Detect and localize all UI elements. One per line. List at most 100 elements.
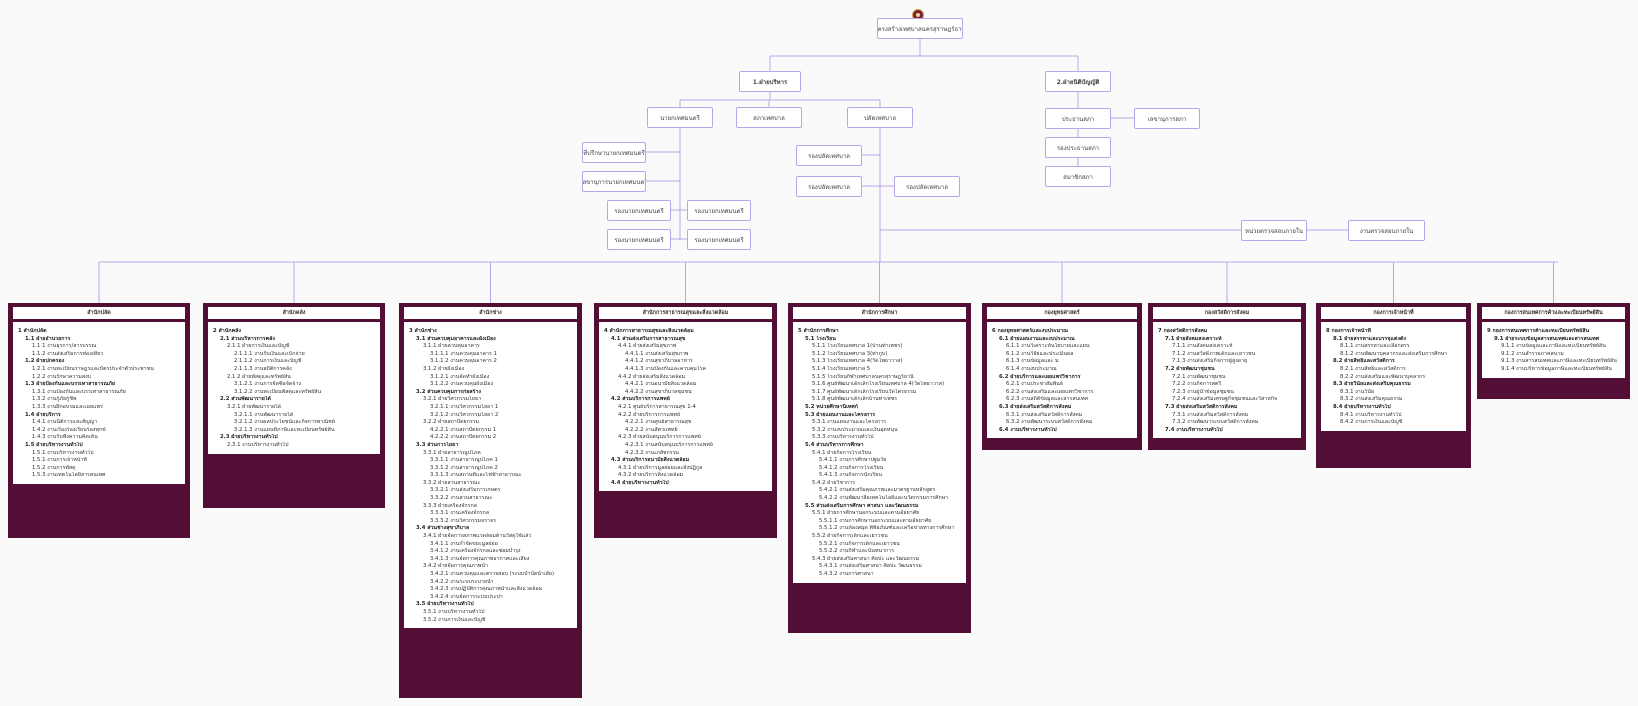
deputy-mayor-node-4[interactable]: รองนายกเทศมนตรี xyxy=(687,229,751,250)
unit-row: 5.1.6 ศูนย์พัฒนาเด็กเล็กโรงเรียนเทศบาล 4… xyxy=(812,381,945,388)
unit-row: 5 สำนักการศึกษา xyxy=(798,328,839,334)
unit-row: 2.2 ส่วนพัฒนารายได้ xyxy=(220,396,271,403)
unit-row: 5.5.1.1 งานการศึกษานอกระบบและตามอัธยาศัย xyxy=(819,517,932,524)
department-title[interactable]: สำนักปลัด xyxy=(13,307,185,319)
deputy-clerk-node-1[interactable]: รองปลัดเทศบาล xyxy=(796,145,862,166)
unit-row: 4.4.2.1 งานอนามัยสิ่งแวดล้อม xyxy=(625,381,697,388)
unit-row: 4.4.2 ฝ่ายส่งเสริมสิ่งแวดล้อม xyxy=(618,373,686,380)
unit-row: 3.4.1.1 งานกำจัดขยะมูลฝอย xyxy=(430,540,498,547)
org-root-node[interactable]: โครงสร้างเทศบาลนครสุราษฎร์ธานี xyxy=(877,18,963,39)
council-chair-node[interactable]: ประธานสภา xyxy=(1045,108,1111,129)
executive-branch-node[interactable]: 1.ฝ่ายบริหาร xyxy=(739,71,801,92)
department-title[interactable]: กองการสนเทศการค้าและทะเบียนทรัพย์สิน xyxy=(1482,307,1625,319)
unit-row: 8.4 ฝ่ายบริหารงานทั่วไป xyxy=(1333,403,1391,410)
unit-row: 6.1.2 งานวิจัยและประเมินผล xyxy=(1006,350,1074,357)
deputy-mayor-node-1[interactable]: รองนายกเทศมนตรี xyxy=(607,200,671,221)
unit-row: 3.4 ส่วนช่างสุขาภิบาล xyxy=(416,525,470,532)
deputy-clerk-node-2[interactable]: รองปลัดเทศบาล xyxy=(796,176,862,197)
unit-row: 7.1.3 งานส่งเสริมกิจการผู้สูงอายุ xyxy=(1172,358,1248,365)
unit-row: 3.2 ส่วนควบคุมการก่อสร้าง xyxy=(416,388,482,395)
unit-row: 7.3 ฝ่ายส่งเสริมสวัสดิการสังคม xyxy=(1165,403,1238,410)
unit-row: 3.1.1.2 งานควบคุมอาคาร 2 xyxy=(430,358,497,365)
unit-row: 1.1.1 งานธุรการ/สารบรรณ xyxy=(32,343,97,350)
council-member-node[interactable]: สมาชิกสภา xyxy=(1045,166,1111,187)
unit-row: 3.2.2 ฝ่ายสถาปัตยกรรม xyxy=(423,419,480,426)
department-title[interactable]: สำนักช่าง xyxy=(404,307,577,319)
unit-row: 6.2.1 งานประชาสัมพันธ์ xyxy=(1006,381,1064,388)
unit-row: 5.1.3 โรงเรียนเทศบาล 4(วัดโพธาวาส) xyxy=(812,358,903,365)
internal-audit-work-node[interactable]: งานตรวจสอบภายใน xyxy=(1348,220,1425,241)
deputy-mayor-node-3[interactable]: รองนายกเทศมนตรี xyxy=(607,229,671,250)
unit-row: 5.3.2 งานงบประมาณและเงินอุดหนุน xyxy=(812,426,898,433)
unit-row: 2.3.1 งานบริหารงานทั่วไป xyxy=(227,441,289,448)
department-title[interactable]: สำนักการศึกษา xyxy=(793,307,966,319)
unit-row: 3.5.2 งานการเงินและบัญชี xyxy=(423,616,486,623)
department-title[interactable]: สำนักการสาธารณสุขและสิ่งแวดล้อม xyxy=(599,307,772,319)
unit-row: 2.1.1.1 งานรับเงินและเบิกจ่าย xyxy=(234,350,305,357)
unit-row: 2.1.1.2 งานการเงินและบัญชี xyxy=(234,358,302,365)
unit-row: 8.2.1 งานสิทธิและสวัสดิการ xyxy=(1340,365,1406,372)
unit-row: 4.2.2.2 งานสัตวแพทย์ xyxy=(625,426,678,433)
unit-row: 2.1.1 ฝ่ายการเงินและบัญชี xyxy=(227,343,290,350)
deputy-clerk-node-3[interactable]: รองปลัดเทศบาล xyxy=(894,176,960,197)
council-vice-chair-node[interactable]: รองประธานสภา xyxy=(1045,137,1111,158)
unit-row: 5.5 ส่วนส่งเสริมการศึกษา ศาสนา และวัฒนธร… xyxy=(805,502,919,509)
unit-row: 5.4.3 ฝ่ายส่งเสริมศาสนา ศิลปะ และวัฒนธรร… xyxy=(812,555,920,562)
unit-row: 7.4 งานบริหารงานทั่วไป xyxy=(1165,426,1223,433)
unit-row: 3.3.3 ฝ่ายเครื่องจักรกล xyxy=(423,502,477,509)
department-title[interactable]: กองสวัสดิการสังคม xyxy=(1153,307,1301,319)
unit-row: 5.1.7 ศูนย์พัฒนาเด็กเล็กโรงเรียนวัดไตรธร… xyxy=(812,388,917,395)
municipal-clerk-node[interactable]: ปลัดเทศบาล xyxy=(847,107,913,128)
unit-row: 3.2.1 ฝ่ายวิศวกรรมโยธา xyxy=(423,396,482,403)
unit-row: 4.4.1.3 งานป้องกันและควบคุมโรค xyxy=(625,365,707,372)
unit-row: 4.4.1.1 งานส่งเสริมสุขภาพ xyxy=(625,350,689,357)
unit-row: 3.1 ส่วนควบคุมอาคารและผังเมือง xyxy=(416,335,496,342)
unit-row: 2.1.2 ฝ่ายพัสดุและทรัพย์สิน xyxy=(227,373,291,380)
unit-row: 3.4.1.2 งานเครื่องจักรกลและซ่อมบำรุง xyxy=(430,548,521,555)
council-secretary-node[interactable]: เลขานุการสภา xyxy=(1134,108,1200,129)
unit-row: 5.3.1 งานแผนงานและโครงการ xyxy=(812,419,887,426)
internal-audit-unit-node[interactable]: หน่วยตรวจสอบภายใน xyxy=(1241,220,1307,241)
unit-row: 3.4.1.3 งานจัดการคุณภาพอากาศและเสียง xyxy=(430,555,530,562)
unit-row: 1.4 ฝ่ายบริการ xyxy=(25,411,61,418)
unit-row: 6.4 งานบริหารงานทั่วไป xyxy=(999,426,1057,433)
legislative-branch-node[interactable]: 2.ฝ่ายนิติบัญญัติ xyxy=(1045,71,1111,92)
unit-row: 5.5.1.2 งานห้องสมุด พิพิธภัณฑ์และเครือข่… xyxy=(819,525,955,532)
unit-row: 1.1.2 งานส่งเสริมการท่องเที่ยว xyxy=(32,350,104,357)
unit-row: 4.2.3.1 งานสนับสนุนบริการการแพทย์ xyxy=(625,441,713,448)
unit-row: 3.3.1 ฝ่ายสาธารณูปโภค xyxy=(423,449,481,456)
unit-row: 4.2.3.2 งานเภสัชกรรม xyxy=(625,449,679,456)
unit-row: 3 สำนักช่าง xyxy=(409,328,437,334)
unit-row: 4.2.2.2 งานสถาปัตยกรรม 2 xyxy=(430,434,497,441)
unit-row: 6.2.3 งานสถิติข้อมูลและสารสนเทศ xyxy=(1006,396,1088,403)
deputy-mayor-node-2[interactable]: รองนายกเทศมนตรี xyxy=(687,200,751,221)
unit-row: 1.2.1 งานทะเบียนราษฎรและบัตรประจำตัวประช… xyxy=(32,365,154,372)
department-title[interactable]: สำนักคลัง xyxy=(208,307,380,319)
unit-row: 2.3 ฝ่ายบริหารงานทั่วไป xyxy=(220,434,278,441)
unit-row: 8.1.1 งานสรรหาและเลือกสรร xyxy=(1340,343,1410,350)
unit-row: 1.5 ฝ่ายบริหารงานทั่วไป xyxy=(25,441,83,448)
mayor-advisor-node[interactable]: ที่ปรึกษานายกเทศมนตรี xyxy=(582,142,646,163)
unit-row: 3.2.1 ฝ่ายพัฒนารายได้ xyxy=(227,403,282,410)
mayor-node[interactable]: นายกเทศมนตรี xyxy=(647,107,713,128)
unit-row: 6.1 ฝ่ายแผนงานและงบประมาณ xyxy=(999,335,1075,342)
unit-row: 3.3.2.2 งานสวนสาธารณะ xyxy=(430,495,493,502)
council-node[interactable]: สภาเทศบาล xyxy=(736,107,802,128)
department-title[interactable]: กองยุทธศาสตร์ xyxy=(987,307,1137,319)
unit-row: 2.1 ส่วนบริหารการคลัง xyxy=(220,335,275,342)
unit-row: 3.1.1 ฝ่ายควบคุมอาคาร xyxy=(423,343,480,350)
unit-row: 7.2.1 งานพัฒนาชุมชน xyxy=(1172,373,1226,380)
unit-row: 3.3.2 ฝ่ายสวนสาธารณะ xyxy=(423,479,481,486)
department-title[interactable]: กองการเจ้าหน้าที่ xyxy=(1321,307,1466,319)
unit-row: 3.4.2.1 งานควบคุมและตรวจสอบ (ระบบบำบัดน้… xyxy=(430,571,555,577)
mayor-secretary-node[interactable]: เลขานุการนายกเทศมนตรี xyxy=(582,171,646,192)
unit-row: 8 กองการเจ้าหน้าที่ xyxy=(1326,328,1371,334)
